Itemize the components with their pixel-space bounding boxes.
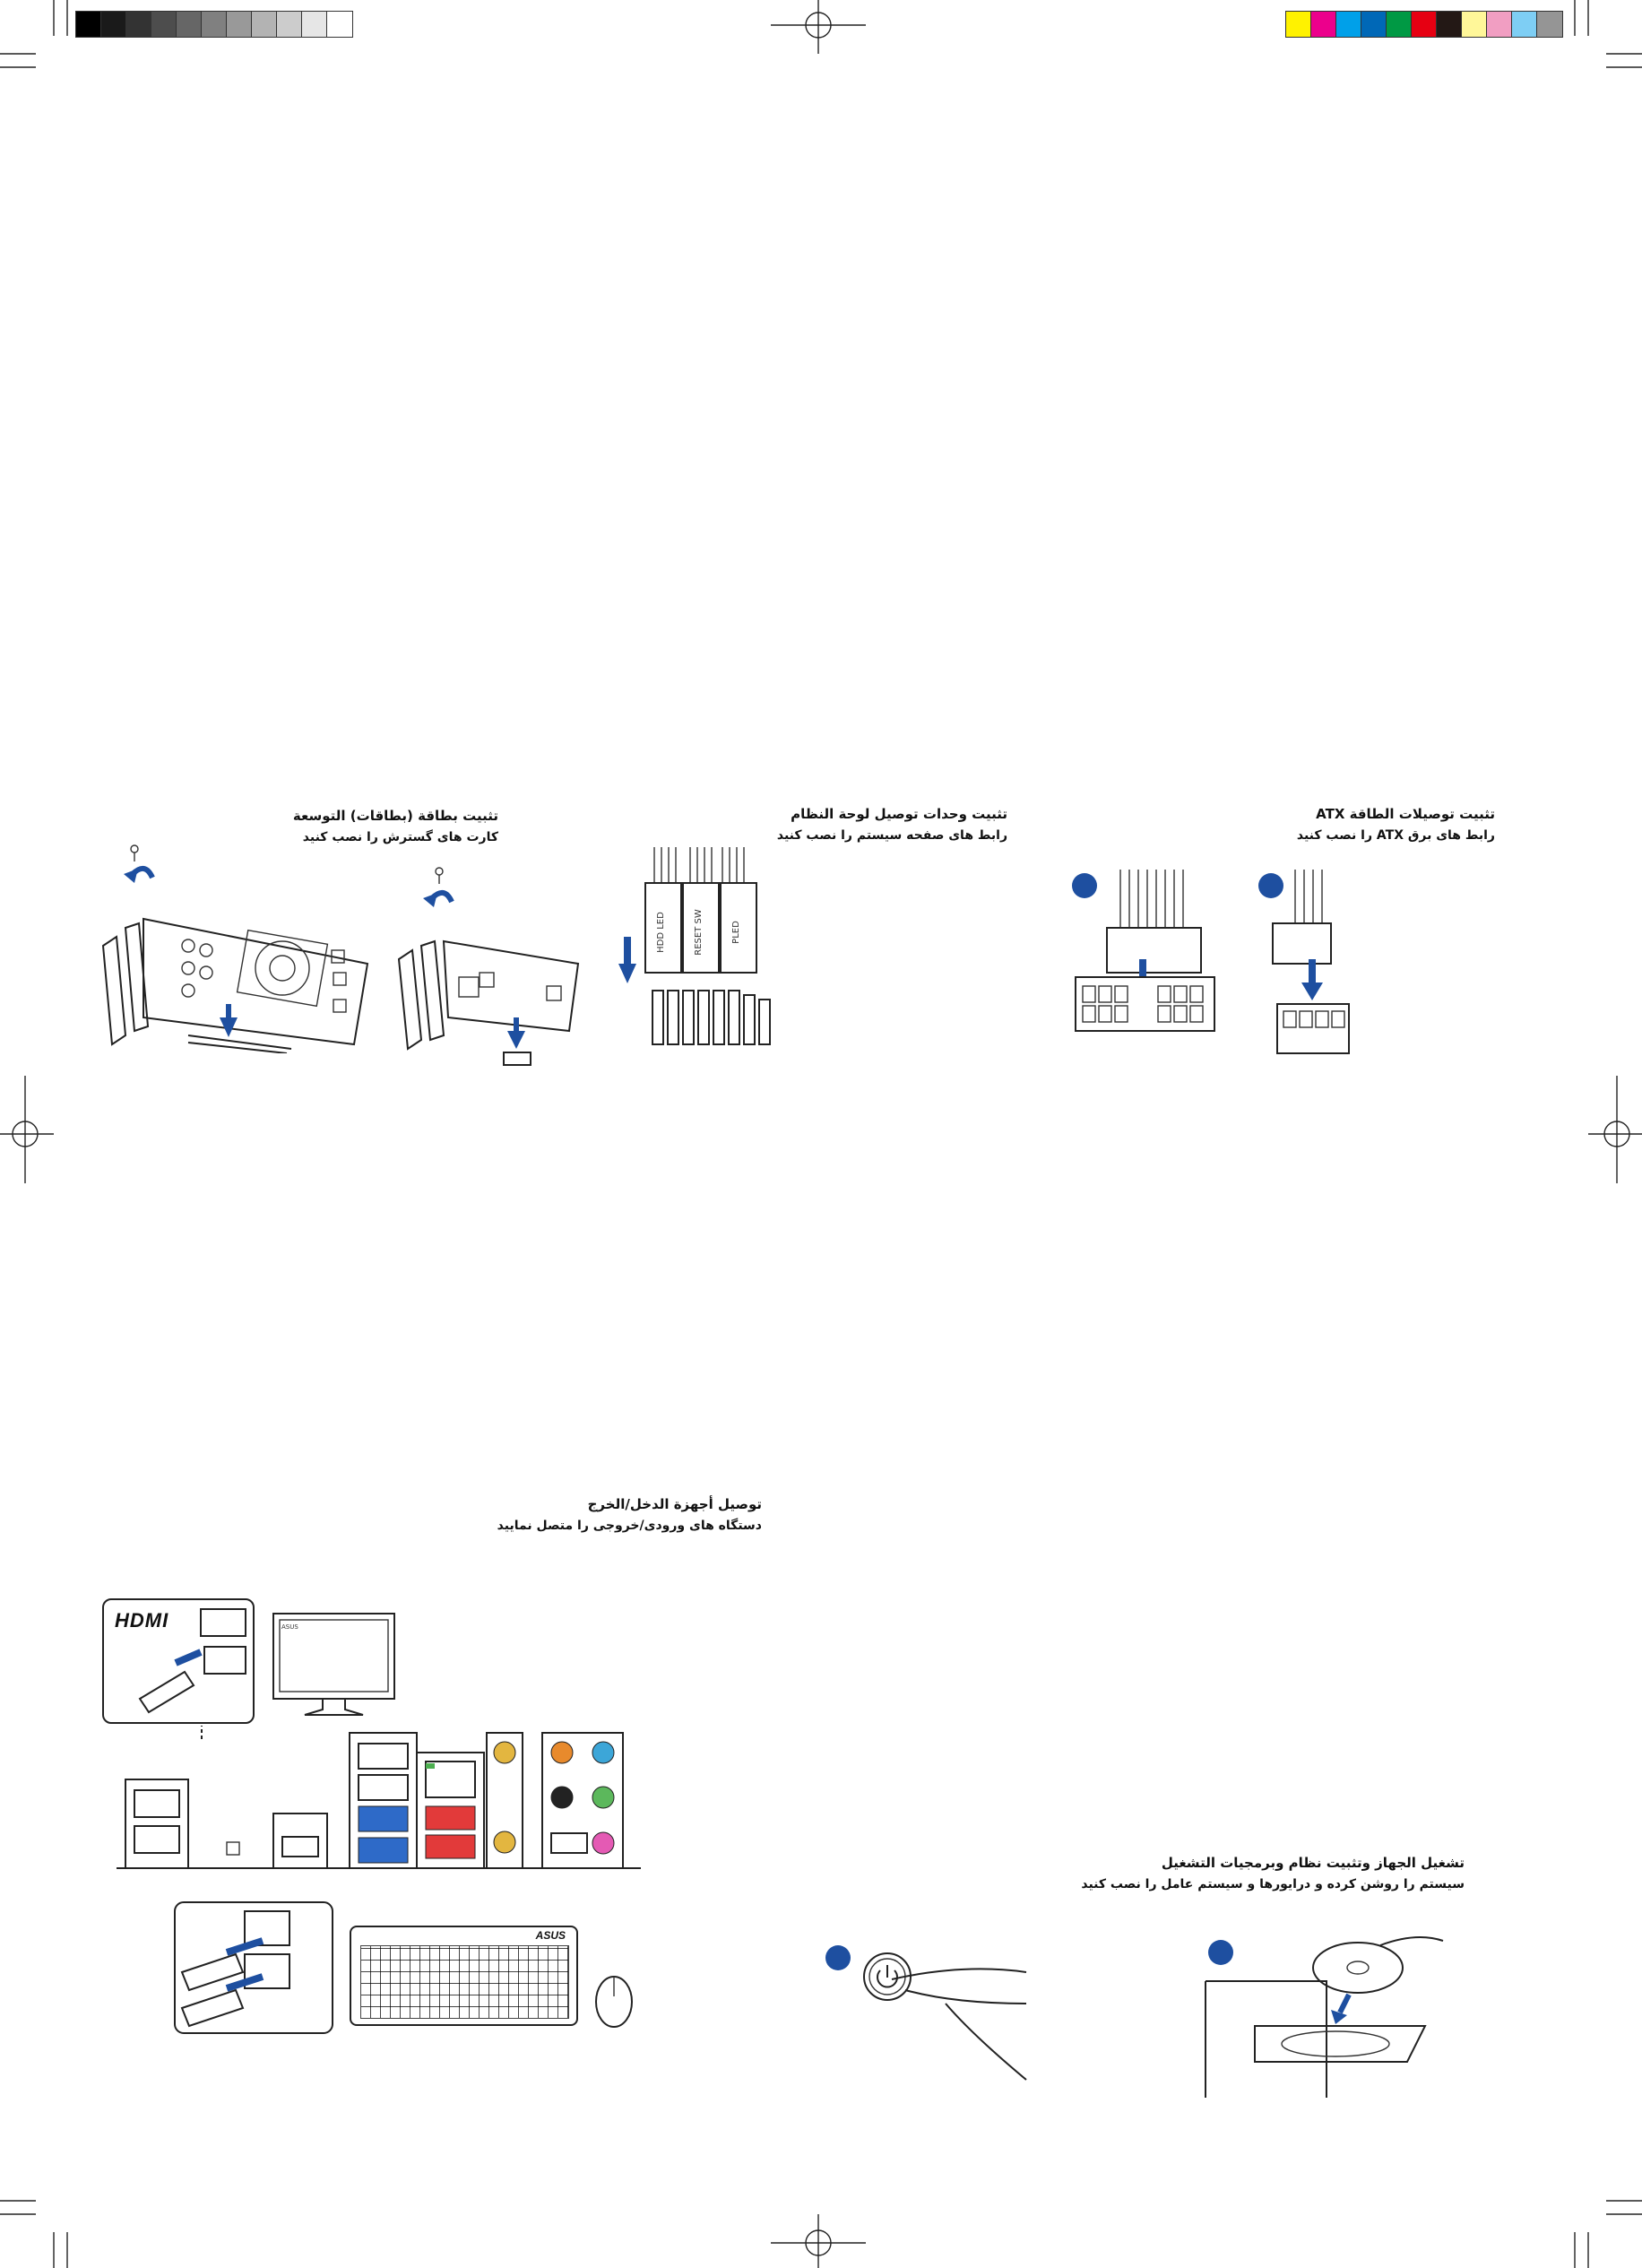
- keyboard-illustration: ASUS: [350, 1926, 578, 2026]
- hdmi-callout: HDMI: [102, 1598, 255, 1724]
- step-1-marker: [825, 1945, 851, 1970]
- atx-power-heading: تثبيت توصيلات الطاقة ATX رابط های برق AT…: [1297, 803, 1495, 846]
- gray-swatch: [151, 12, 177, 37]
- power-on-title-fa: سیستم را روشن کرده و درایورها و سیستم عا…: [1081, 1877, 1465, 1891]
- pcie-card-illustration: [397, 867, 580, 1066]
- monitor-illustration: ASUS: [272, 1613, 395, 1716]
- atx-power-title-ar: تثبيت توصيلات الطاقة ATX: [1316, 806, 1495, 822]
- atx-power-title-fa: رابط های برق ATX را نصب کنید: [1296, 828, 1495, 843]
- color-swatch: [1286, 12, 1311, 37]
- usb-callout: [174, 1901, 333, 2034]
- monitor-brand: ASUS: [281, 1623, 298, 1631]
- front-panel-title-fa: رابط های صفحه سیستم را نصب کنید: [776, 828, 1007, 843]
- color-swatch: [1512, 12, 1537, 37]
- color-swatch: [1487, 12, 1512, 37]
- graphics-card-illustration: [101, 844, 369, 1053]
- atx-8pin-illustration: [1258, 870, 1350, 1054]
- hdmi-logo: HDMI: [115, 1609, 169, 1632]
- atx-24pin-illustration: [1072, 870, 1215, 1032]
- pled-label: PLED: [731, 921, 741, 944]
- gray-swatch: [302, 12, 327, 37]
- color-swatch: [1437, 12, 1462, 37]
- color-swatch: [1412, 12, 1437, 37]
- gray-swatch: [277, 12, 302, 37]
- color-swatch: [1311, 12, 1336, 37]
- power-button-illustration: [825, 1945, 1027, 2081]
- gray-swatch: [177, 12, 202, 37]
- gray-swatch: [126, 12, 151, 37]
- gray-swatch: [76, 12, 101, 37]
- expansion-card-title-ar: تثبيت بطاقة (بطاقات) التوسعة: [292, 808, 498, 824]
- gray-swatch: [252, 12, 277, 37]
- color-swatch: [1462, 12, 1487, 37]
- rear-io-panel: [117, 1726, 641, 1869]
- front-panel-heading: تثبيت وحدات توصيل لوحة النظام رابط های ص…: [777, 803, 1007, 846]
- color-swatch: [1361, 12, 1387, 37]
- front-panel-connector-illustration: HDD LED RESET SW PLED: [618, 847, 771, 1045]
- reset-sw-label: RESET SW: [694, 909, 704, 956]
- gray-swatch: [202, 12, 227, 37]
- gray-swatch: [327, 12, 352, 37]
- gray-swatch: [227, 12, 252, 37]
- step-1-marker: [1072, 873, 1097, 898]
- expansion-card-heading: تثبيت بطاقة (بطاقات) التوسعة کارت های گس…: [293, 805, 498, 848]
- power-on-title-ar: تشغيل الجهاز وتثبيت نظام وبرمجيات التشغي…: [1161, 1855, 1465, 1871]
- color-swatch: [1537, 12, 1562, 37]
- mouse-illustration: [595, 1976, 633, 2028]
- expansion-card-title-fa: کارت های گسترش را نصب کنید: [302, 830, 498, 844]
- power-on-heading: تشغيل الجهاز وتثبيت نظام وبرمجيات التشغي…: [1081, 1852, 1465, 1895]
- step-2-marker: [1258, 873, 1283, 898]
- optical-drive-illustration: [1205, 1936, 1444, 2098]
- io-devices-title-ar: توصيل أجهزة الدخل/الخرج: [587, 1496, 762, 1512]
- color-calibration-bar: [1285, 11, 1563, 38]
- gray-calibration-bar: [75, 11, 353, 38]
- color-swatch: [1336, 12, 1361, 37]
- io-devices-heading: توصيل أجهزة الدخل/الخرج دستگاه های ورودی…: [497, 1493, 762, 1537]
- hdd-led-label: HDD LED: [656, 912, 666, 953]
- color-swatch: [1387, 12, 1412, 37]
- keyboard-brand: ASUS: [535, 1929, 566, 1942]
- gray-swatch: [101, 12, 126, 37]
- step-2-marker: [1208, 1940, 1233, 1965]
- io-devices-title-fa: دستگاه های ورودی/خروجی را متصل نمایید: [497, 1519, 762, 1533]
- front-panel-title-ar: تثبيت وحدات توصيل لوحة النظام: [791, 806, 1007, 822]
